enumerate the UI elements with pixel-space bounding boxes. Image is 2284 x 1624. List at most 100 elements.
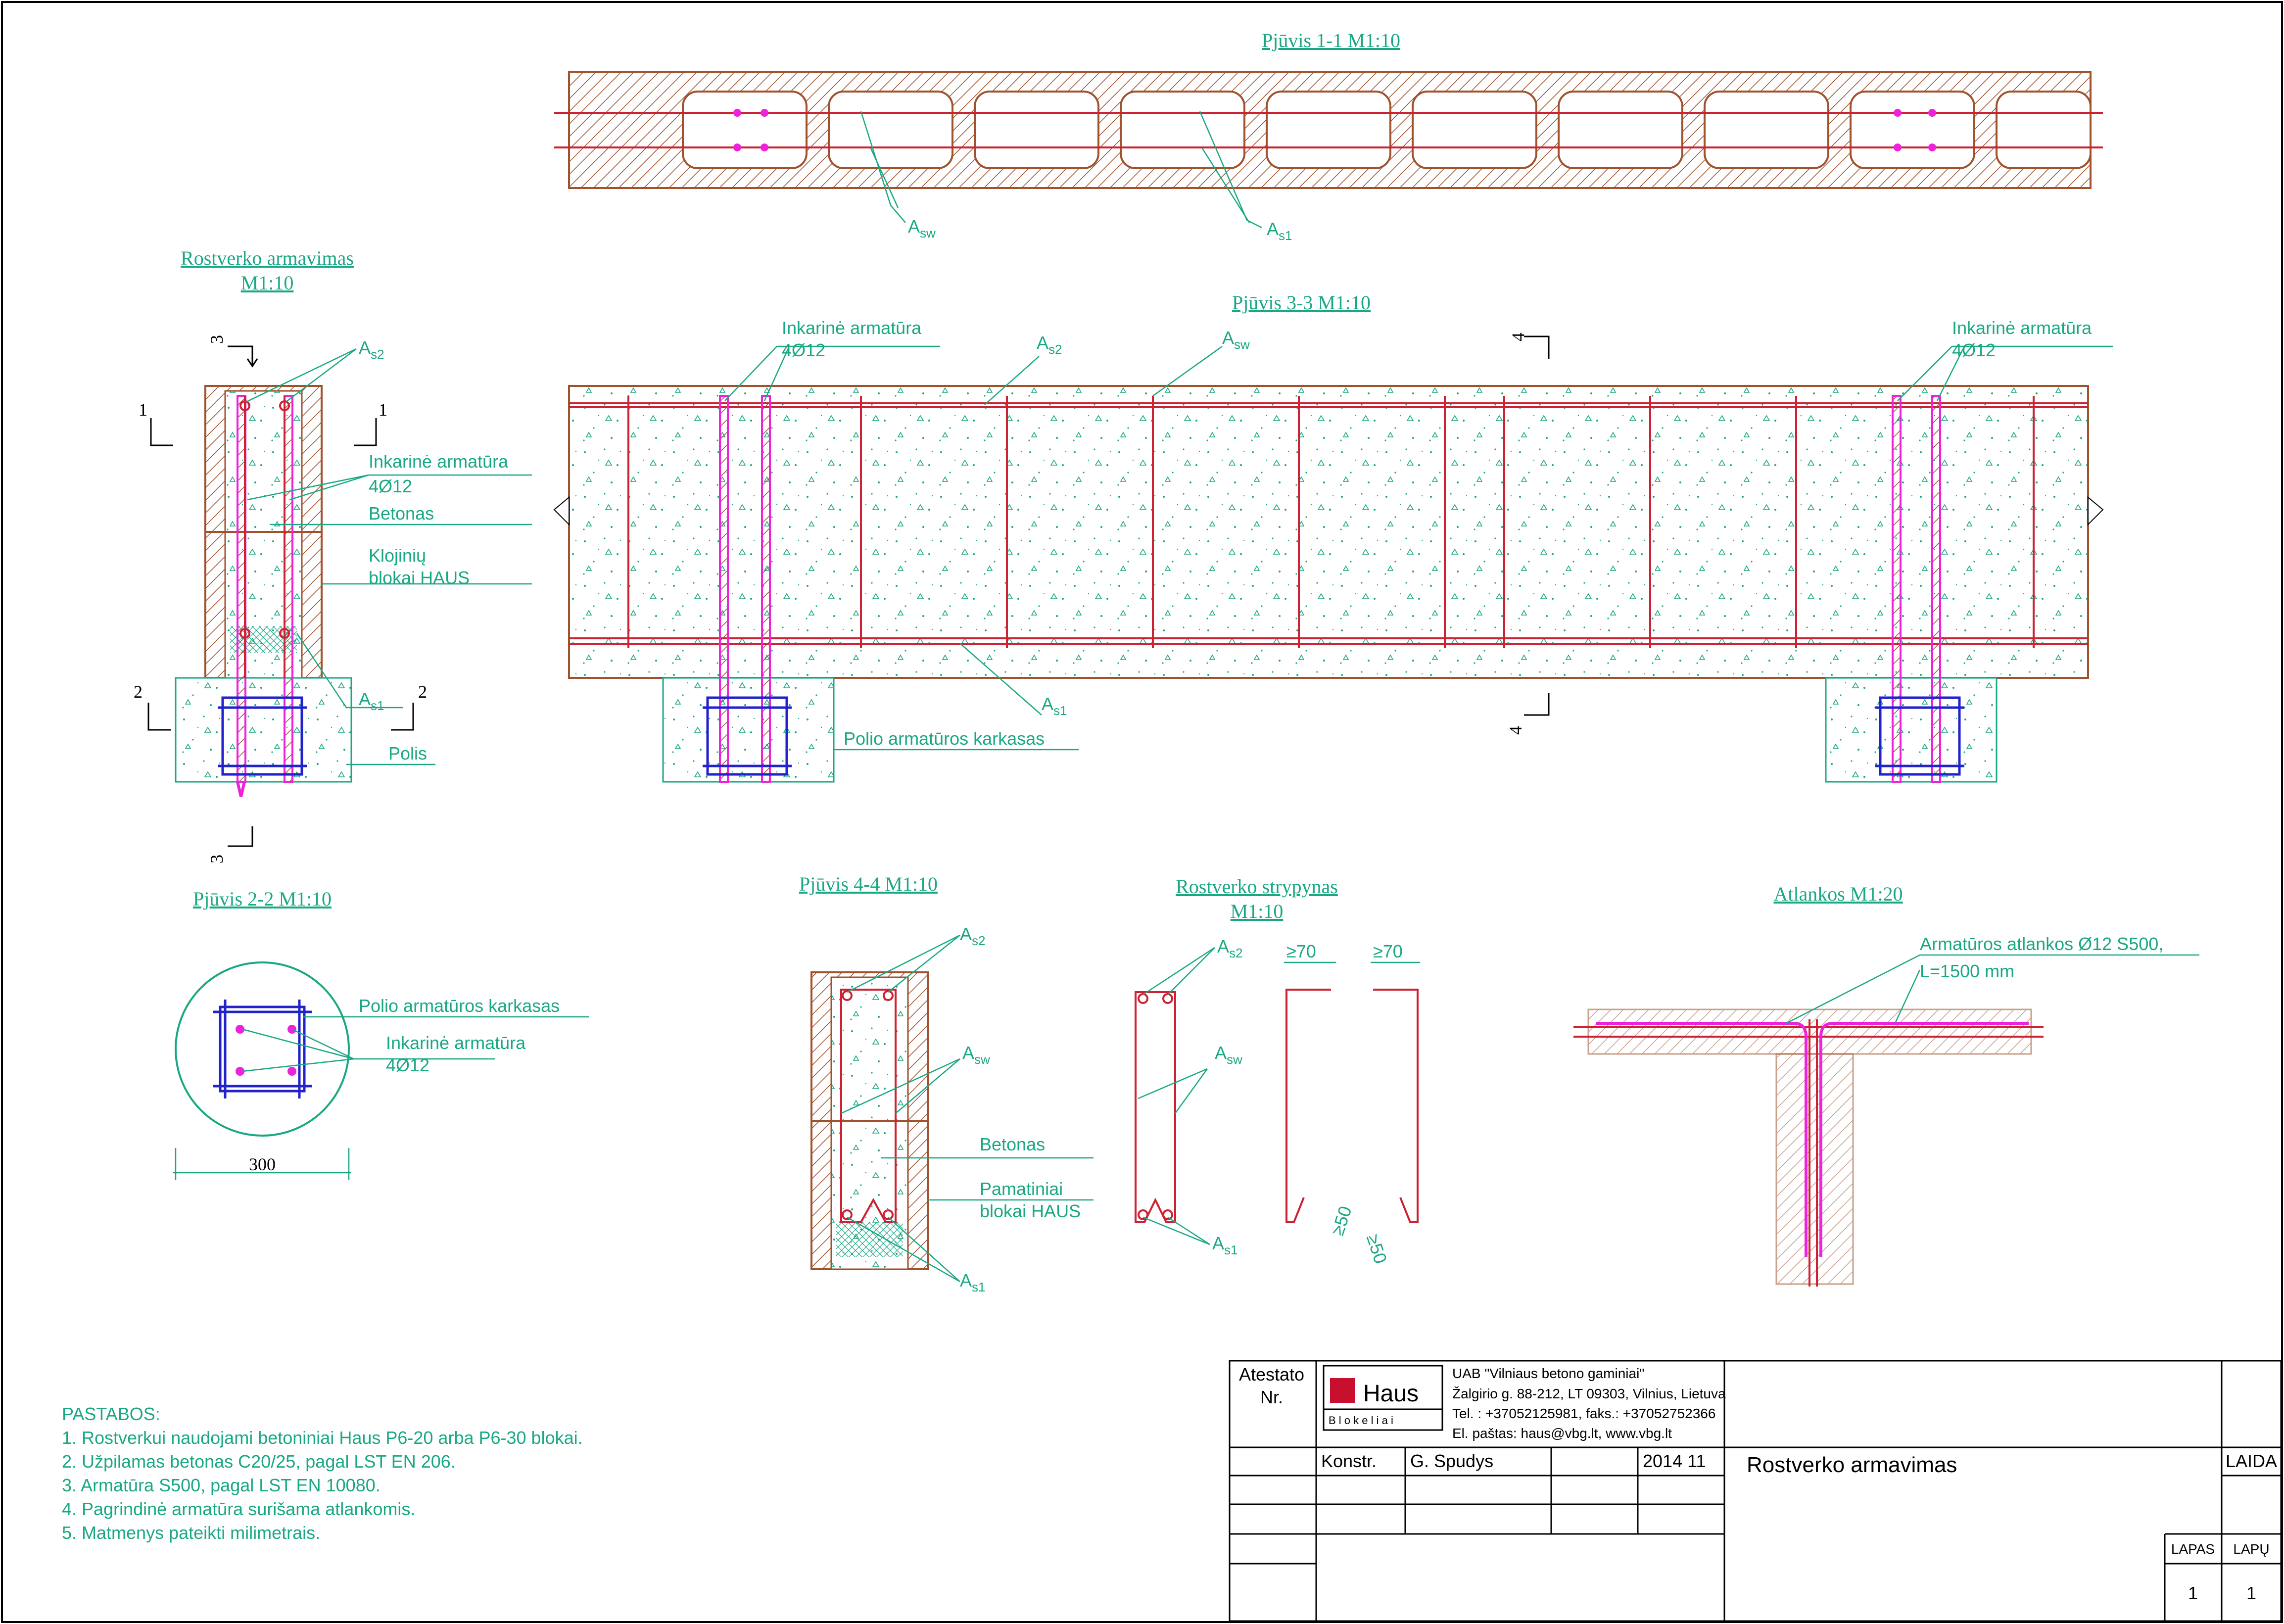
- stirrup-half-right: [1373, 989, 1419, 1223]
- rostverk-reinforcement-view: Rostverko armavimas M1:10 3 3 1 1 2 2 As…: [134, 247, 532, 863]
- assembled-stirrup: [1135, 991, 1176, 1223]
- laps-label-2: L=1500 mm: [1920, 961, 2014, 981]
- anchor-label-3l: Inkarinė armatūra: [782, 318, 922, 338]
- as2-label-4: As2: [960, 924, 985, 948]
- as1-label-1: As1: [1267, 219, 1292, 243]
- beam-elevation: [568, 385, 2089, 679]
- lap-bar-left: [1596, 1022, 1808, 1257]
- klojiniu-label-1: Klojinių: [369, 545, 426, 566]
- anchor-label-3r: Inkarinė armatūra: [1952, 318, 2092, 338]
- mark-2-right: 2: [418, 682, 427, 702]
- section-1-1: Pjūvis 1-1 M1:10 Asw As1: [554, 29, 2103, 243]
- rostverk-title-1: Rostverko armavimas: [181, 247, 354, 269]
- atestato-label-2: Nr.: [1260, 1387, 1283, 1407]
- mark-4-top: 4: [1508, 333, 1528, 341]
- betonas-label-4: Betonas: [980, 1134, 1045, 1154]
- pile: [175, 677, 352, 783]
- rostverk-title-2: M1:10: [241, 272, 294, 294]
- as1-label-3: As1: [1042, 694, 1067, 718]
- konstr-label: Konstr.: [1321, 1451, 1377, 1471]
- drawing-title: Rostverko armavimas: [1747, 1453, 1957, 1477]
- asw-label-3: Asw: [1222, 328, 1250, 352]
- anchor-dots: [733, 109, 1936, 151]
- notes-heading: PASTABOS:: [62, 1404, 160, 1424]
- section-2-2: Pjūvis 2-2 M1:10 Polio armatūros karkasa…: [173, 888, 589, 1180]
- mark-4-bottom: 4: [1506, 726, 1525, 735]
- section-2-2-title: Pjūvis 2-2 M1:10: [193, 888, 332, 910]
- as1-label-4: As1: [960, 1270, 985, 1294]
- betonas-label-2: Betonas: [369, 503, 434, 524]
- note-1: 1. Rostverkui naudojami betoniniai Haus …: [62, 1428, 583, 1448]
- dim-50-left: ≥50: [1327, 1203, 1355, 1238]
- laps-detail: Atlankos M1:20 Armatūros atlankos Ø12 S5…: [1573, 883, 2199, 1287]
- haus-logo-sub: B l o k e l i a i: [1329, 1414, 1393, 1427]
- laida-label: LAIDA: [2226, 1451, 2277, 1471]
- lapu-value: 1: [2246, 1583, 2256, 1603]
- as1-label-2: As1: [359, 689, 384, 713]
- lapas-value: 1: [2188, 1583, 2198, 1603]
- pile-section: [175, 961, 350, 1137]
- mark-3-top: 3: [207, 335, 227, 344]
- anchor-count-3r: 4Ø12: [1952, 340, 1996, 360]
- asw-label-5: Asw: [1215, 1043, 1242, 1067]
- note-5: 5. Matmenys pateikti milimetrais.: [62, 1523, 320, 1543]
- klojiniu-label-2: blokai HAUS: [369, 568, 470, 588]
- pile-cage: [221, 696, 303, 776]
- section-3-3: Pjūvis 3-3 M1:10 4: [553, 291, 2113, 783]
- anchor-count-2: 4Ø12: [369, 476, 412, 496]
- company-address: Žalgirio g. 88-212, LT 09303, Vilnius, L…: [1452, 1386, 1726, 1401]
- laps-title: Atlankos M1:20: [1773, 883, 1903, 905]
- stirrup-half-left: [1285, 989, 1331, 1223]
- stirrup-4-4: [840, 989, 897, 1223]
- section-3-3-title: Pjūvis 3-3 M1:10: [1232, 291, 1371, 314]
- dim-300: 300: [249, 1154, 276, 1174]
- laps-label-1: Armatūros atlankos Ø12 S500,: [1920, 934, 2163, 954]
- company-email: El. paštas: haus@vbg.lt, www.vbg.lt: [1452, 1426, 1672, 1441]
- dim-70-right: ≥70: [1373, 941, 1403, 961]
- anchor-bar-right: [284, 395, 293, 783]
- as2-label-2: As2: [359, 337, 384, 362]
- asw-label-4: Asw: [962, 1043, 990, 1067]
- lapas-label: LAPAS: [2171, 1541, 2215, 1557]
- anchor-label-22: Inkarinė armatūra: [386, 1033, 526, 1053]
- haus-logo-mark: [1330, 1378, 1355, 1403]
- company-phone: Tel. : +37052125981, faks.: +37052752366: [1452, 1406, 1715, 1421]
- notes: PASTABOS: 1. Rostverkui naudojami betoni…: [62, 1404, 583, 1543]
- pamatiniai-label-2: blokai HAUS: [980, 1201, 1081, 1221]
- atestato-label-1: Atestato: [1239, 1364, 1304, 1385]
- dim-50-right: ≥50: [1363, 1232, 1391, 1266]
- as2-label-3: As2: [1037, 333, 1062, 357]
- section-1-1-title: Pjūvis 1-1 M1:10: [1262, 29, 1400, 51]
- company-name: UAB "Vilniaus betono gaminiai": [1452, 1366, 1644, 1381]
- note-2: 2. Užpilamas betonas C20/25, pagal LST E…: [62, 1451, 456, 1472]
- mark-1-right: 1: [379, 400, 387, 420]
- pile-cage-label-2: Polio armatūros karkasas: [359, 996, 560, 1016]
- lap-bar-right: [1819, 1022, 2029, 1257]
- stirrups: [627, 396, 2035, 648]
- asw-label-1: Asw: [908, 216, 936, 240]
- as1-label-5: As1: [1212, 1233, 1237, 1257]
- section-4-4-title: Pjūvis 4-4 M1:10: [799, 873, 938, 895]
- author-name: G. Spudys: [1410, 1451, 1493, 1471]
- haus-logo-text: Haus: [1363, 1381, 1419, 1407]
- anchor-label-2: Inkarinė armatūra: [369, 451, 509, 472]
- note-3: 3. Armatūra S500, pagal LST EN 10080.: [62, 1475, 381, 1495]
- mark-2-left: 2: [134, 682, 143, 702]
- section-4-4: Pjūvis 4-4 M1:10 As2 Asw Betonas Pamatin…: [799, 873, 1094, 1294]
- as2-label-5: As2: [1217, 936, 1242, 960]
- stirrup-title-2: M1:10: [1231, 900, 1284, 922]
- dim-70-left: ≥70: [1286, 941, 1316, 961]
- title-block: [1229, 1360, 2282, 1622]
- mark-3-bottom: 3: [207, 855, 227, 863]
- mark-1-left: 1: [139, 400, 147, 420]
- lapu-label: LAPŲ: [2233, 1541, 2269, 1557]
- block-cells: [682, 91, 2092, 169]
- anchor-count-3l: 4Ø12: [782, 340, 825, 360]
- pile-cage-label-3: Polio armatūros karkasas: [844, 728, 1045, 749]
- stirrup-detail: Rostverko strypynas M1:10 As2 Asw As1 ≥7…: [1135, 875, 1420, 1266]
- drawing-date: 2014 11: [1643, 1451, 1706, 1471]
- note-4: 4. Pagrindinė armatūra surišama atlankom…: [62, 1499, 415, 1519]
- stirrup-title-1: Rostverko strypynas: [1176, 875, 1338, 898]
